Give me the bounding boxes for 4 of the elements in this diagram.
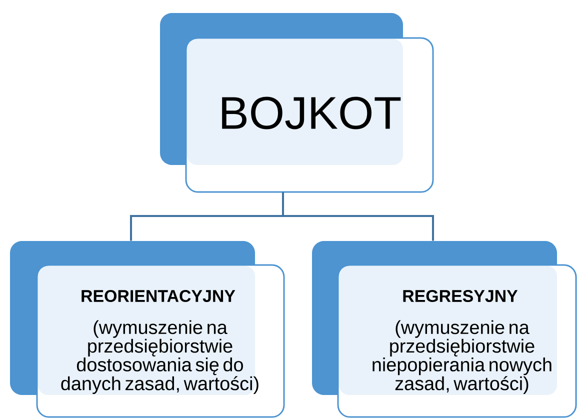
node-card: BOJKOT: [160, 13, 434, 193]
connector-line: [282, 192, 434, 241]
node-card: REGRESYJNY (wymuszenie na przedsiębiorstwie niepopierania nowych zasad, wartości): [312, 241, 577, 418]
node-card: REORIENTACYJNY (wymuszenie na przedsiębiorstwie dostosowania się do danych zasad, wartości): [10, 241, 285, 418]
